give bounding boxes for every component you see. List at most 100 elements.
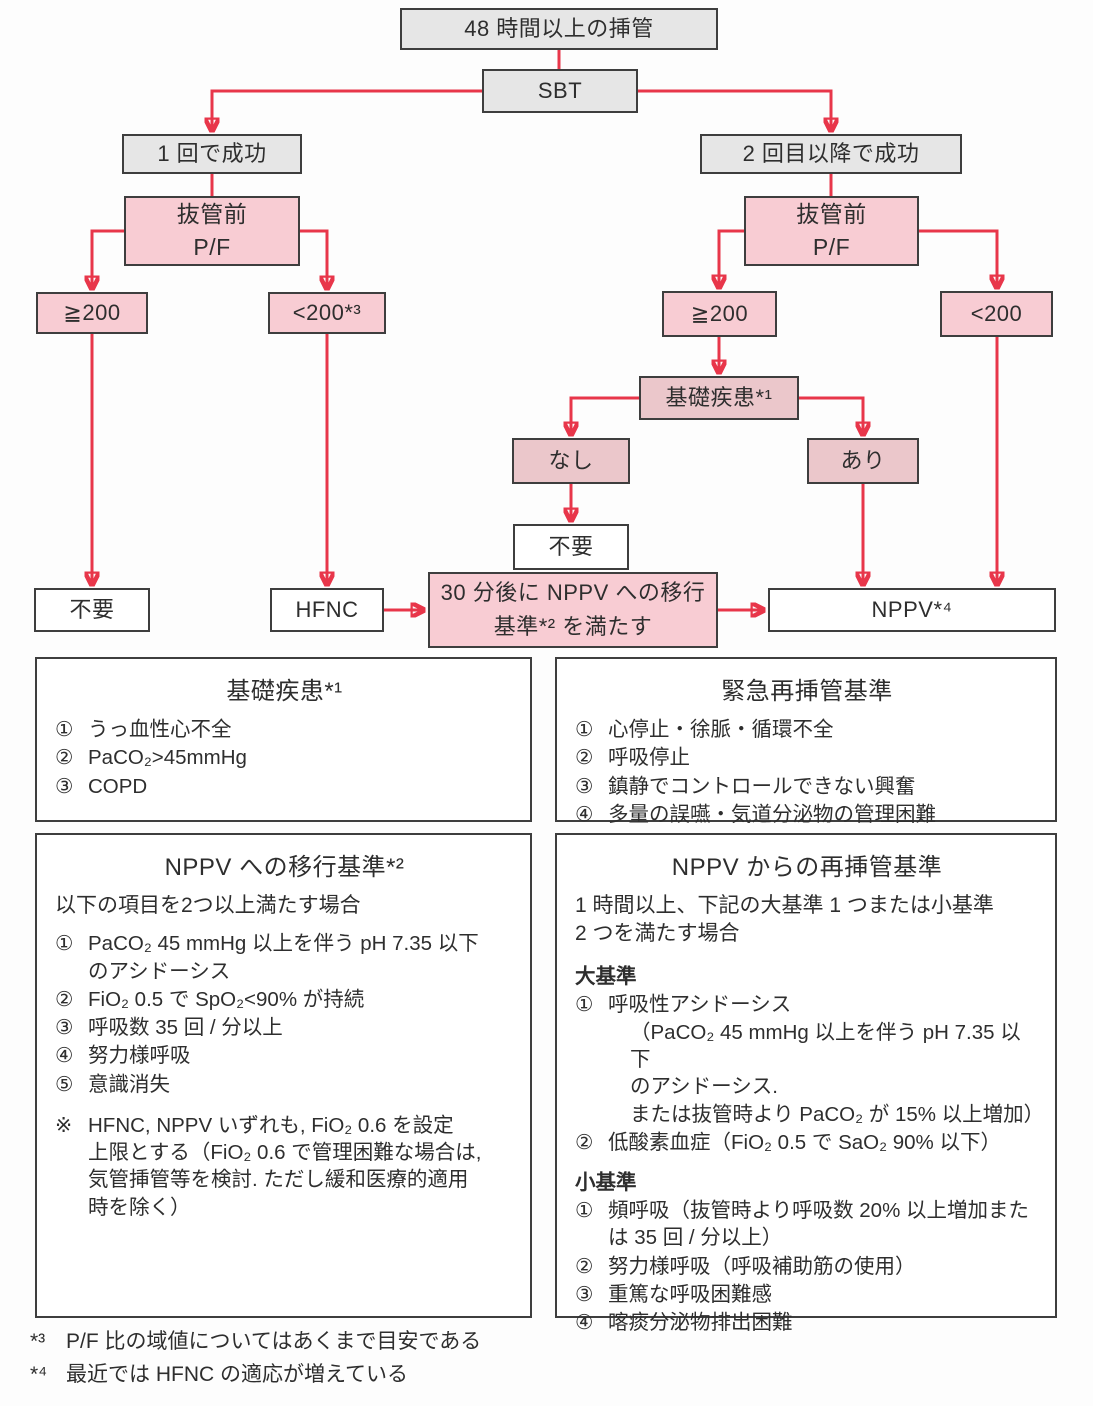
list-item: ④ 多量の誤嚥・気道分泌物の管理困難 <box>575 801 1039 828</box>
info-box-title: 緊急再挿管基準 <box>721 678 893 705</box>
node-disease-none: なし <box>512 438 630 484</box>
list-item: ① 呼吸性アシドーシス <box>575 991 1039 1018</box>
node-later-attempt-success: 2 回目以降で成功 <box>700 134 962 174</box>
info-box-emergency-reintubation: 緊急再挿管基準 ① 心停止・徐脈・循環不全 ② 呼吸停止 ③ 鎮静でコントロール… <box>555 657 1057 826</box>
item-marker: ② <box>575 1254 594 1278</box>
item-sub-text: （PaCO₂ 45 mmHg 以上を伴う pH 7.35 以下 のアシドーシス.… <box>630 1020 1045 1126</box>
arrow-disease-to-none <box>571 396 639 435</box>
item-marker: ④ <box>575 802 594 826</box>
item-text: PaCO₂>45mmHg <box>88 746 247 770</box>
note-marker: ※ <box>55 1113 73 1137</box>
item-marker: ⑤ <box>55 1072 74 1096</box>
item-marker: ③ <box>575 774 594 798</box>
node-disease-present: あり <box>807 438 919 484</box>
list-item: ② 低酸素血症（FiO₂ 0.5 で SaO₂ 90% 以下） <box>575 1129 1039 1156</box>
info-box-title: 基礎疾患*¹ <box>226 678 343 705</box>
arrow-pf-left-to-lt200 <box>300 229 327 289</box>
node-pf-lt200-right: <200 <box>940 291 1053 337</box>
item-text: COPD <box>88 774 148 798</box>
footnote-marker: *³ <box>30 1330 46 1353</box>
item-text: PaCO₂ 45 mmHg 以上を伴う pH 7.35 以下 のアシドーシス <box>88 932 479 983</box>
list-item: ② FiO₂ 0.5 で SpO₂<90% が持続 <box>55 986 514 1013</box>
list-item: ① うっ血性心不全 <box>55 716 514 743</box>
item-marker: ③ <box>55 1016 74 1040</box>
major-criteria-heading: 大基準 <box>575 964 637 988</box>
item-marker: ② <box>575 746 594 770</box>
item-marker: ② <box>55 746 74 770</box>
list-item: ② 呼吸停止 <box>575 744 1039 771</box>
item-marker: ① <box>575 992 594 1016</box>
item-text: 多量の誤嚥・気道分泌物の管理困難 <box>608 802 936 826</box>
info-box-reintubation-from-nppv: NPPV からの再挿管基準 1 時間以上、下記の大基準 1 つまたは小基準 2 … <box>555 833 1057 1334</box>
list-item: ③ 鎮静でコントロールできない興奮 <box>575 773 1039 800</box>
node-hfnc: HFNC <box>270 588 384 632</box>
list-item: ① 頻呼吸（抜管時より呼吸数 20% 以上増加また は 35 回 / 分以上） <box>575 1197 1039 1252</box>
item-marker: ① <box>55 718 74 741</box>
node-first-attempt-success: 1 回で成功 <box>122 134 302 174</box>
arrow-pf-right-to-lt200 <box>919 229 997 288</box>
footnote-pf-threshold: *³ P/F 比の域値についてはあくまで目安である <box>30 1328 481 1355</box>
node-nppv: NPPV*⁴ <box>768 588 1056 632</box>
info-box-nppv-transition-criteria: NPPV への移行基準*² 以下の項目を2つ以上満たす場合 ① PaCO₂ 45… <box>35 833 532 1318</box>
item-marker: ② <box>55 987 74 1011</box>
item-marker: ④ <box>575 1311 594 1335</box>
node-pf-ge200-right: ≧200 <box>662 291 777 337</box>
node-not-needed-center: 不要 <box>513 524 629 570</box>
info-box-title: NPPV への移行基準*² <box>164 854 405 881</box>
arrow-pf-right-to-ge200 <box>719 229 744 288</box>
arrow-sbt-to-later-success <box>638 89 831 131</box>
arrow-sbt-to-first-success <box>212 89 482 131</box>
footnote-hfnc-indication: *⁴ 最近では HFNC の適応が増えている <box>30 1361 408 1388</box>
node-sbt: SBT <box>482 69 638 113</box>
footnote-text: P/F 比の域値についてはあくまで目安である <box>66 1330 482 1353</box>
item-text: 鎮静でコントロールできない興奮 <box>608 774 916 798</box>
minor-criteria-heading: 小基準 <box>575 1171 637 1195</box>
info-box-title: NPPV からの再挿管基準 <box>671 854 943 881</box>
item-text: 努力様呼吸 <box>88 1044 191 1068</box>
info-box-underlying-disease: 基礎疾患*¹ ① うっ血性心不全 ② PaCO₂>45mmHg ③ COPD <box>35 657 532 822</box>
item-text: 頻呼吸（抜管時より呼吸数 20% 以上増加また は 35 回 / 分以上） <box>608 1199 1030 1250</box>
node-pre-extubation-pf-left: 抜管前 P/F <box>124 196 300 266</box>
item-text: 呼吸性アシドーシス <box>608 992 792 1016</box>
list-item: ③ 重篤な呼吸困難感 <box>575 1281 1039 1308</box>
list-item: ① PaCO₂ 45 mmHg 以上を伴う pH 7.35 以下 のアシドーシス <box>55 930 514 985</box>
footnote-text: 最近では HFNC の適応が増えている <box>66 1363 408 1386</box>
footnote-marker: *⁴ <box>30 1363 48 1386</box>
item-marker: ③ <box>575 1282 594 1306</box>
list-item: ③ COPD <box>55 773 514 800</box>
item-text: 心停止・徐脈・循環不全 <box>608 718 834 741</box>
item-marker: ③ <box>55 774 74 798</box>
item-marker: ② <box>575 1130 594 1154</box>
info-box-lead: 以下の項目を2つ以上満たす場合 <box>55 894 361 917</box>
node-pf-ge200-left: ≧200 <box>36 292 148 334</box>
node-pre-extubation-pf-right: 抜管前 P/F <box>744 196 919 266</box>
item-text: 呼吸数 35 回 / 分以上 <box>88 1016 283 1040</box>
list-item: ④ 喀痰分泌物排出困難 <box>575 1309 1039 1336</box>
arrow-pf-left-to-ge200 <box>92 229 124 289</box>
item-text: 低酸素血症（FiO₂ 0.5 で SaO₂ 90% 以下） <box>608 1130 1001 1154</box>
node-intubation-48h: 48 時間以上の挿管 <box>400 8 718 50</box>
item-marker: ① <box>575 1199 594 1223</box>
item-text: 努力様呼吸（呼吸補助筋の使用） <box>608 1254 916 1278</box>
item-marker: ① <box>55 932 74 956</box>
item-text: 意識消失 <box>88 1072 170 1096</box>
flow-arrows <box>0 50 1093 660</box>
item-text: FiO₂ 0.5 で SpO₂<90% が持続 <box>88 987 365 1011</box>
list-item: ④ 努力様呼吸 <box>55 1042 514 1069</box>
note-text: HFNC, NPPV いずれも, FiO₂ 0.6 を設定 上限とする（FiO₂… <box>88 1113 482 1219</box>
fio2-limit-note: ※ HFNC, NPPV いずれも, FiO₂ 0.6 を設定 上限とする（Fi… <box>55 1112 514 1221</box>
list-item: ⑤ 意識消失 <box>55 1071 514 1098</box>
list-item: ② PaCO₂>45mmHg <box>55 744 514 771</box>
list-item: ② 努力様呼吸（呼吸補助筋の使用） <box>575 1253 1039 1280</box>
item-marker: ④ <box>55 1044 74 1068</box>
item-text: うっ血性心不全 <box>88 718 232 741</box>
info-box-lead: 1 時間以上、下記の大基準 1 つまたは小基準 2 つを満たす場合 <box>575 894 994 946</box>
node-pf-lt200-left: <200*³ <box>268 292 386 334</box>
item-text: 重篤な呼吸困難感 <box>608 1282 772 1306</box>
list-item: ① 心停止・徐脈・循環不全 <box>575 716 1039 743</box>
node-nppv-transition-check: 30 分後に NPPV への移行 基準*² を満たす <box>428 572 718 648</box>
list-item: ③ 呼吸数 35 回 / 分以上 <box>55 1014 514 1041</box>
item-text: 喀痰分泌物排出困難 <box>608 1311 793 1335</box>
node-underlying-disease: 基礎疾患*¹ <box>639 376 799 420</box>
